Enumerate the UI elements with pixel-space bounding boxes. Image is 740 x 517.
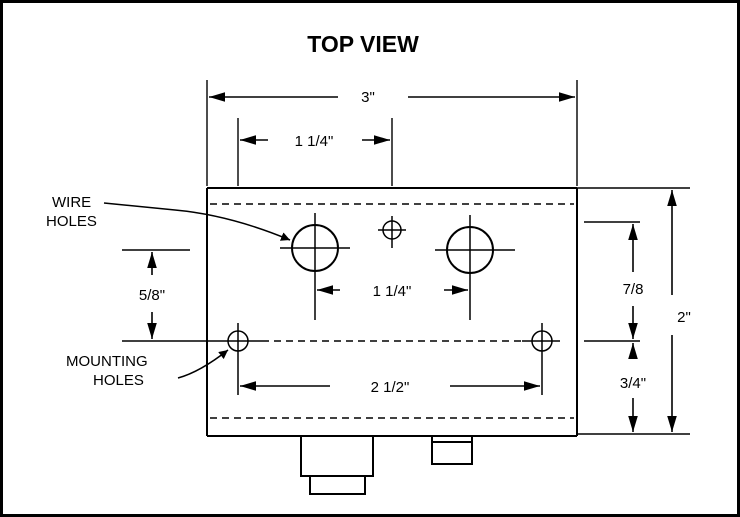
block-body: [206, 187, 578, 437]
extension-lines: [122, 80, 690, 435]
dim-label-overall-height: 2": [677, 309, 691, 326]
mounting-hole-right: [522, 323, 560, 395]
center-small-hole: [378, 216, 406, 248]
callout-wire-holes-line1: WIRE: [52, 194, 91, 211]
wire-holes-leader: [103, 202, 291, 241]
wire-hole-left: [280, 213, 350, 320]
callout-mounting-holes-line2: HOLES: [93, 372, 144, 389]
callout-wire-holes-line2: HOLES: [46, 213, 97, 230]
dim-label-wire-to-mount: 5/8": [139, 287, 165, 304]
connector-fitting: [431, 435, 473, 465]
wire-hole-right: [435, 215, 515, 320]
hidden-lines: [210, 203, 574, 419]
cable-fitting: [300, 435, 374, 495]
diagram-title: TOP VIEW: [307, 31, 419, 57]
dim-label-overall-width: 3": [361, 89, 375, 106]
dim-label-upper-right-height: 7/8: [623, 281, 644, 298]
dim-label-lower-right-height: 3/4": [620, 375, 646, 392]
dim-label-mounting-hole-spacing: 2 1/2": [371, 379, 410, 396]
mounting-hole-left: [222, 323, 262, 395]
dim-label-hole-offset: 1 1/4": [295, 133, 334, 150]
dim-label-wire-hole-spacing: 1 1/4": [373, 283, 412, 300]
mounting-holes-leader: [177, 349, 229, 379]
callout-mounting-holes-line1: MOUNTING: [66, 353, 148, 370]
